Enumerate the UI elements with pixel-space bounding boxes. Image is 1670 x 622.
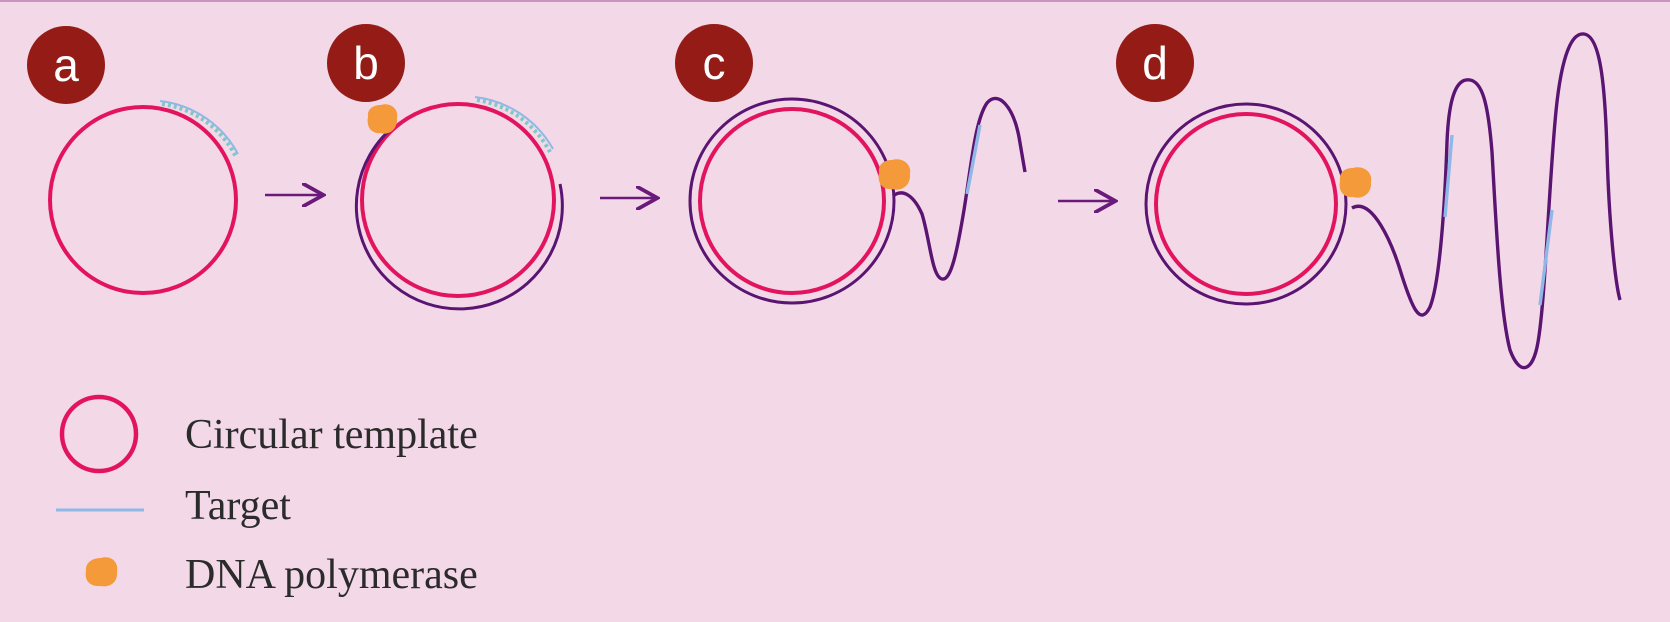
legend-label-target: Target: [185, 483, 291, 529]
step-label-a: a: [53, 39, 79, 91]
polymerase-c: [878, 159, 911, 190]
legend: Circular template Target DNA polymerase: [56, 394, 478, 598]
legend-polymerase-swatch: [85, 557, 118, 587]
step-a-template: [48, 100, 239, 295]
product-strand-c: [891, 96, 1027, 281]
legend-item-template: Circular template: [59, 394, 478, 474]
legend-label-template: Circular template: [185, 412, 478, 458]
target-d-1: [1443, 134, 1454, 218]
step-label-c: c: [703, 37, 726, 89]
polymerase-d: [1339, 167, 1372, 198]
step-b-template: [354, 96, 564, 311]
step-badge-d: d: [1116, 24, 1194, 102]
legend-item-target: Target: [56, 483, 291, 529]
target-d-2: [1538, 209, 1554, 306]
step-label-d: d: [1142, 37, 1168, 89]
step-badge-c: c: [675, 24, 753, 102]
step-badge-b: b: [327, 24, 405, 102]
primer-a: [161, 102, 238, 158]
legend-item-polymerase: DNA polymerase: [85, 552, 478, 598]
legend-label-polymerase: DNA polymerase: [185, 552, 478, 598]
step-badge-a: a: [27, 26, 105, 104]
legend-template-swatch: [59, 394, 139, 474]
step-d-template: [1144, 32, 1622, 370]
step-label-b: b: [353, 37, 379, 89]
product-strand-d: [1351, 32, 1622, 370]
target-c: [965, 124, 982, 195]
step-c-template: [688, 96, 1027, 305]
product-strand-b: [354, 126, 564, 311]
polymerase-b: [367, 104, 398, 134]
